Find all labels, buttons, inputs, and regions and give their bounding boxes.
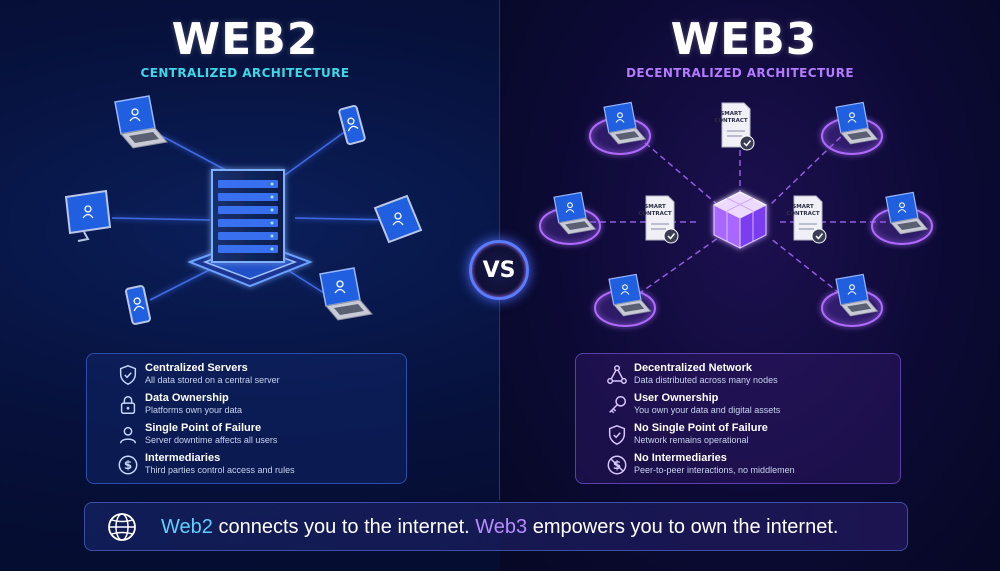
- globe-icon: [108, 513, 136, 541]
- summary-banner: Web2 connects you to the internet. Web3 …: [84, 502, 908, 551]
- padlock-icon: [120, 396, 136, 414]
- web2-laptop-icon: [320, 268, 372, 320]
- web3-node-laptop-icon: [590, 102, 650, 154]
- web3-node-laptop-icon: [872, 192, 932, 244]
- web2-phone-icon: [125, 286, 150, 325]
- feature-heading: Centralized Servers: [145, 362, 248, 374]
- summary-part-2: empowers you to own the internet.: [527, 516, 839, 538]
- web3-node-laptop-icon: [595, 274, 655, 326]
- feature-description: Network remains operational: [634, 435, 749, 445]
- central-server-icon: [187, 169, 313, 288]
- feature-description: Server downtime affects all users: [145, 435, 278, 445]
- web3-title: WEB3: [670, 14, 818, 65]
- web3-background: [500, 0, 1000, 571]
- web3-feature-item: No Single Point of Failure Network remai…: [606, 422, 900, 452]
- web3-feature-item: $ No Intermediaries Peer-to-peer interac…: [606, 452, 900, 482]
- feature-description: Data distributed across many nodes: [634, 375, 778, 385]
- user-icon: [119, 426, 137, 444]
- web3-features-panel: Decentralized Network Data distributed a…: [575, 353, 901, 484]
- vs-badge: VS: [469, 240, 529, 300]
- contract-label: CONTRACT: [714, 118, 748, 124]
- summary-part-1: connects you to the internet.: [212, 516, 476, 538]
- web3-feature-item: Decentralized Network Data distributed a…: [606, 362, 900, 392]
- web2-features-panel: Centralized Servers All data stored on a…: [86, 353, 407, 484]
- web2-feature-item: Centralized Servers All data stored on a…: [117, 362, 406, 392]
- feature-heading: Single Point of Failure: [145, 422, 262, 434]
- smart-contract-icon: SMART CONTRACT: [714, 102, 755, 151]
- web2-phone-icon: [339, 105, 366, 144]
- web2-title: WEB2: [171, 14, 319, 65]
- feature-description: Platforms own your data: [145, 405, 243, 415]
- feature-description: Peer-to-peer interactions, no middlemen: [634, 465, 795, 475]
- web2-tablet-icon: [375, 196, 421, 242]
- feature-heading: User Ownership: [634, 392, 719, 404]
- blockchain-cube-icon: [712, 191, 768, 249]
- feature-description: You own your data and digital assets: [634, 405, 781, 415]
- dollar-icon: $: [118, 455, 138, 475]
- web3-node-laptop-icon: [822, 102, 882, 154]
- contract-label: SMART: [792, 204, 814, 210]
- architecture-diagram: SMART CONTRACT SMART CONTRACT SMART CONT…: [0, 0, 1000, 350]
- web2-monitor-icon: [66, 191, 110, 241]
- contract-label: CONTRACT: [638, 211, 672, 217]
- feature-description: Third parties control access and rules: [145, 465, 295, 475]
- network-nodes-icon: [607, 365, 627, 384]
- smart-contract-icon: SMART CONTRACT: [786, 195, 827, 244]
- feature-heading: No Single Point of Failure: [634, 422, 768, 434]
- web2-feature-item: Data Ownership Platforms own your data: [117, 392, 406, 422]
- web2-subtitle: CENTRALIZED ARCHITECTURE: [140, 66, 350, 80]
- shield-check-icon: [119, 365, 137, 385]
- web2-laptop-icon: [115, 96, 167, 148]
- contract-label: CONTRACT: [786, 211, 820, 217]
- feature-heading: Intermediaries: [145, 452, 221, 464]
- web2-highlight: Web2: [161, 516, 213, 538]
- contract-label: SMART: [644, 204, 666, 210]
- feature-heading: No Intermediaries: [634, 452, 727, 464]
- web3-subtitle: DECENTRALIZED ARCHITECTURE: [626, 66, 854, 80]
- feature-description: All data stored on a central server: [145, 375, 280, 385]
- web3-highlight: Web3: [475, 516, 528, 538]
- key-icon: [609, 396, 626, 414]
- web2-feature-item: Single Point of Failure Server downtime …: [117, 422, 406, 452]
- shield-check-icon: [608, 425, 626, 445]
- web3-node-laptop-icon: [822, 274, 882, 326]
- web3-node-laptop-icon: [540, 192, 600, 244]
- feature-heading: Decentralized Network: [634, 362, 752, 374]
- svg-text:$: $: [124, 458, 132, 472]
- web2-feature-item: $ Intermediaries Third parties control a…: [117, 452, 406, 482]
- contract-label: SMART: [720, 111, 742, 117]
- summary-text: Web2 connects you to the internet. Web3 …: [161, 516, 838, 539]
- smart-contract-icon: SMART CONTRACT: [638, 195, 679, 244]
- web3-feature-item: User Ownership You own your data and dig…: [606, 392, 900, 422]
- no-dollar-icon: $: [607, 455, 627, 475]
- feature-heading: Data Ownership: [145, 392, 229, 404]
